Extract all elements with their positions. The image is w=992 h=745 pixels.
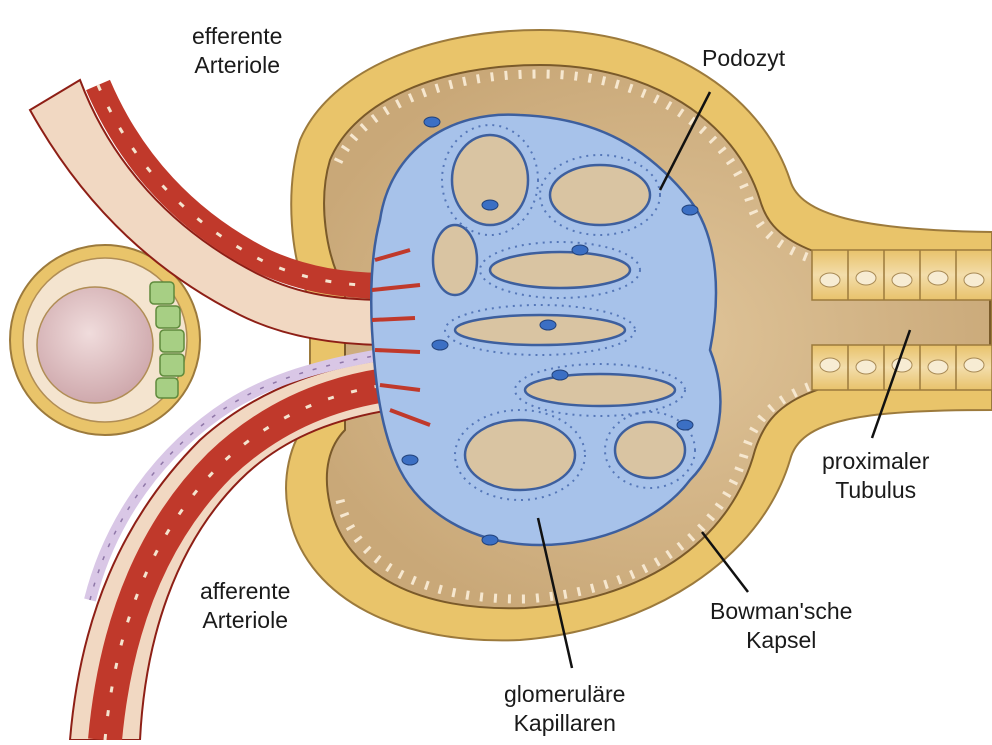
label-podocyte: Podozyt (702, 44, 785, 73)
label-capsule-line1: Bowman'sche (710, 597, 852, 626)
label-efferent-arteriole: efferente Arteriole (192, 22, 282, 80)
label-tubule-line1: proximaler (822, 447, 929, 476)
label-podocyte-line1: Podozyt (702, 44, 785, 73)
label-tubule-line2: Tubulus (822, 476, 929, 505)
label-efferent-line1: efferente (192, 22, 282, 51)
label-afferent-line2: Arteriole (200, 606, 290, 635)
label-proximal-tubule: proximaler Tubulus (822, 447, 929, 505)
label-glomerular-capillaries: glomeruläre Kapillaren (504, 680, 625, 738)
label-capsule-line2: Kapsel (710, 626, 852, 655)
label-afferent-line1: afferente (200, 577, 290, 606)
label-afferent-arteriole: afferente Arteriole (200, 577, 290, 635)
label-capillaries-line1: glomeruläre (504, 680, 625, 709)
label-efferent-line2: Arteriole (192, 51, 282, 80)
glomerular-tuft (371, 115, 720, 545)
label-bowman-capsule: Bowman'sche Kapsel (710, 597, 852, 655)
label-capillaries-line2: Kapillaren (504, 709, 625, 738)
